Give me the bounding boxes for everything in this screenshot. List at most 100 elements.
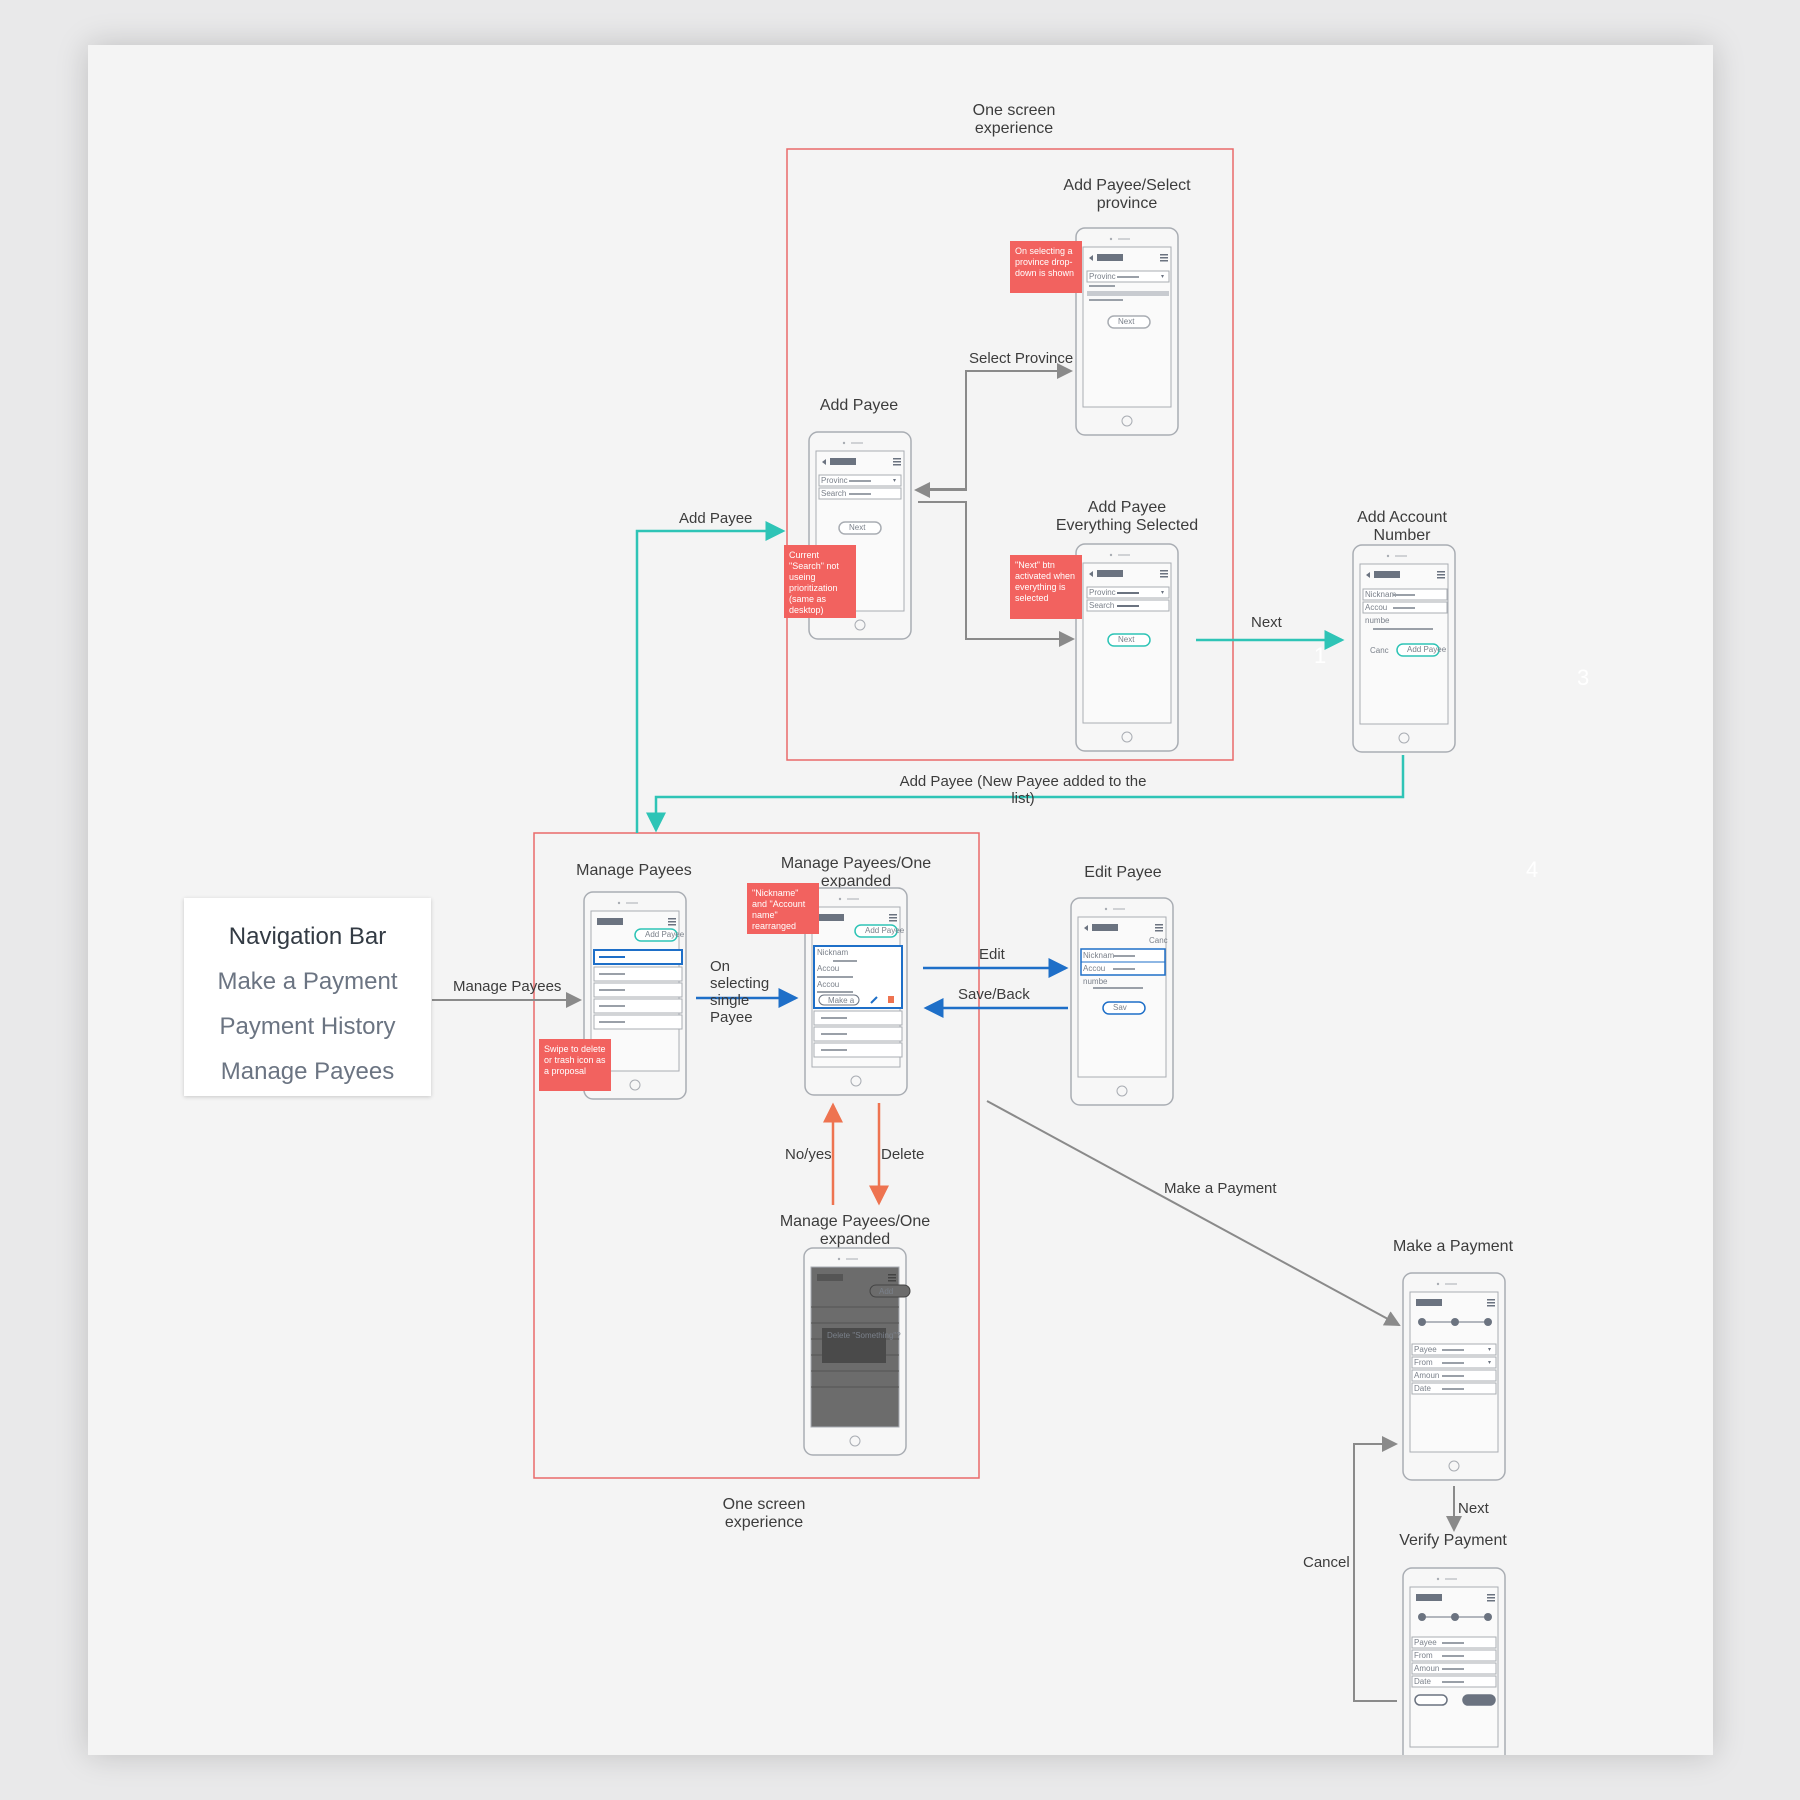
label-manage-payees: Manage Payees (453, 978, 561, 995)
screen-title-make-payment: Make a Payment (1393, 1238, 1514, 1255)
label-next-account: Next (1251, 614, 1283, 631)
svg-text:Next: Next (1118, 317, 1135, 326)
label-next-verify: Next (1458, 1500, 1490, 1517)
note-province: On selecting a province drop-down is sho… (1010, 241, 1082, 293)
label-select-province: Select Province (969, 350, 1073, 367)
label-on-selecting-4: Payee (710, 1009, 753, 1026)
screen-title-everything-selected-1: Add Payee (1088, 499, 1166, 516)
label-delete: Delete (881, 1146, 924, 1163)
svg-text:Canc: Canc (1370, 646, 1389, 655)
arrow-add-payee-new (646, 755, 1405, 833)
label-on-selecting-1: On (710, 958, 730, 975)
label-make-payment: Make a Payment (1164, 1180, 1277, 1197)
screen-title-verify-payment: Verify Payment (1399, 1532, 1507, 1549)
diagram-canvas: One screen experience One screen experie… (88, 45, 1713, 1755)
svg-text:Provinc: Provinc (1089, 272, 1116, 281)
screen-title-everything-selected-2: Everything Selected (1056, 517, 1198, 534)
screen-title-select-province-1: Add Payee/Select (1063, 177, 1191, 194)
arrow-cancel (1353, 1436, 1398, 1702)
label-add-payee-new-1: Add Payee (New Payee added to the (900, 773, 1147, 790)
label-add-payee-new-2: list) (1011, 790, 1034, 807)
screen-title-add-payee: Add Payee (820, 397, 898, 414)
svg-text:Nicknam: Nicknam (1083, 951, 1114, 960)
stray-digit-3: 3 (1577, 665, 1589, 690)
label-save-back: Save/Back (958, 986, 1030, 1003)
nav-item-payment-history[interactable]: Payment History (219, 1013, 396, 1040)
note-swipe: Swipe to delete or trash icon as a propo… (539, 1039, 611, 1091)
note-nickname: "Nickname" and "Account name" rearranged (747, 883, 819, 934)
svg-text:Nicknam: Nicknam (817, 948, 848, 957)
note-current-search: Current "Search" not useing prioritizati… (784, 545, 856, 618)
screen-title-manage-payees: Manage Payees (576, 862, 692, 879)
flow-diagram: One screen experience One screen experie… (432, 102, 1589, 1755)
arrow-select-province (930, 363, 1073, 490)
svg-text:Provinc: Provinc (821, 476, 848, 485)
label-cancel: Cancel (1303, 1554, 1350, 1571)
svg-text:Amoun: Amoun (1414, 1371, 1439, 1380)
svg-text:numbe: numbe (1365, 616, 1390, 625)
screen-title-one-expanded-1: Manage Payees/One (781, 855, 931, 872)
svg-text:Payee: Payee (1414, 1638, 1437, 1647)
arrow-make-payment (986, 1100, 1401, 1326)
label-on-selecting-2: selecting (710, 975, 769, 992)
svg-text:Add Payee: Add Payee (865, 926, 905, 935)
svg-text:Accou: Accou (1365, 603, 1387, 612)
arrow-back-to-add-payee (914, 371, 967, 498)
label-add-payee: Add Payee (679, 510, 752, 527)
svg-text:Add: Add (879, 1287, 893, 1296)
svg-text:Accou: Accou (817, 980, 839, 989)
svg-text:From: From (1414, 1651, 1433, 1660)
svg-text:Amoun: Amoun (1414, 1664, 1439, 1673)
svg-text:Next: Next (849, 523, 866, 532)
svg-text:numbe: numbe (1083, 977, 1108, 986)
screen-title-edit-payee: Edit Payee (1084, 864, 1161, 881)
screen-title-select-province-2: province (1097, 195, 1158, 212)
screen-title-one-expanded-2: expanded (821, 873, 891, 890)
nav-item-manage-payees[interactable]: Manage Payees (220, 1058, 395, 1085)
label-edit: Edit (979, 946, 1006, 963)
stray-digit-1: 1 (1314, 643, 1326, 668)
stray-digit-4: 4 (1526, 857, 1538, 882)
screen-title-delete-1: Manage Payees/One (780, 1213, 930, 1230)
svg-text:Search: Search (1089, 601, 1114, 610)
screen-title-delete-2: expanded (820, 1231, 890, 1248)
svg-text:Search: Search (821, 489, 846, 498)
note-next-button: "Next" btn activated when everything is … (1010, 555, 1082, 619)
svg-text:Date: Date (1414, 1384, 1431, 1393)
navigation-bar-card: Navigation Bar Make a Payment Payment Hi… (184, 898, 431, 1096)
label-no-yes: No/yes (785, 1146, 832, 1163)
screen-title-account-number-2: Number (1374, 527, 1432, 544)
svg-text:Payee: Payee (1414, 1345, 1437, 1354)
svg-text:From: From (1414, 1358, 1433, 1367)
svg-text:Next: Next (1118, 635, 1135, 644)
svg-text:Canc: Canc (1149, 936, 1168, 945)
group-label-bottom-line1: One screen (723, 1496, 806, 1513)
svg-text:Accou: Accou (1083, 964, 1105, 973)
svg-text:Date: Date (1414, 1677, 1431, 1686)
svg-text:Nicknam: Nicknam (1365, 590, 1396, 599)
svg-text:Make a: Make a (828, 996, 855, 1005)
group-label-top-line2: experience (975, 120, 1053, 137)
arrow-add-payee (635, 521, 786, 833)
label-on-selecting-3: single (710, 992, 749, 1009)
group-box-bottom (533, 832, 980, 1479)
group-label-top-line1: One screen (973, 102, 1056, 119)
nav-heading: Navigation Bar (228, 923, 387, 950)
arrow-everything-selected (918, 501, 1075, 647)
svg-text:Add Payee: Add Payee (1407, 645, 1447, 654)
svg-text:Delete "Something"?: Delete "Something"? (827, 1331, 901, 1340)
nav-item-make-payment[interactable]: Make a Payment (217, 968, 398, 995)
screen-title-account-number-1: Add Account (1357, 509, 1447, 526)
svg-text:Accou: Accou (817, 964, 839, 973)
svg-text:Add Payee: Add Payee (645, 930, 685, 939)
group-label-bottom-line2: experience (725, 1514, 803, 1531)
